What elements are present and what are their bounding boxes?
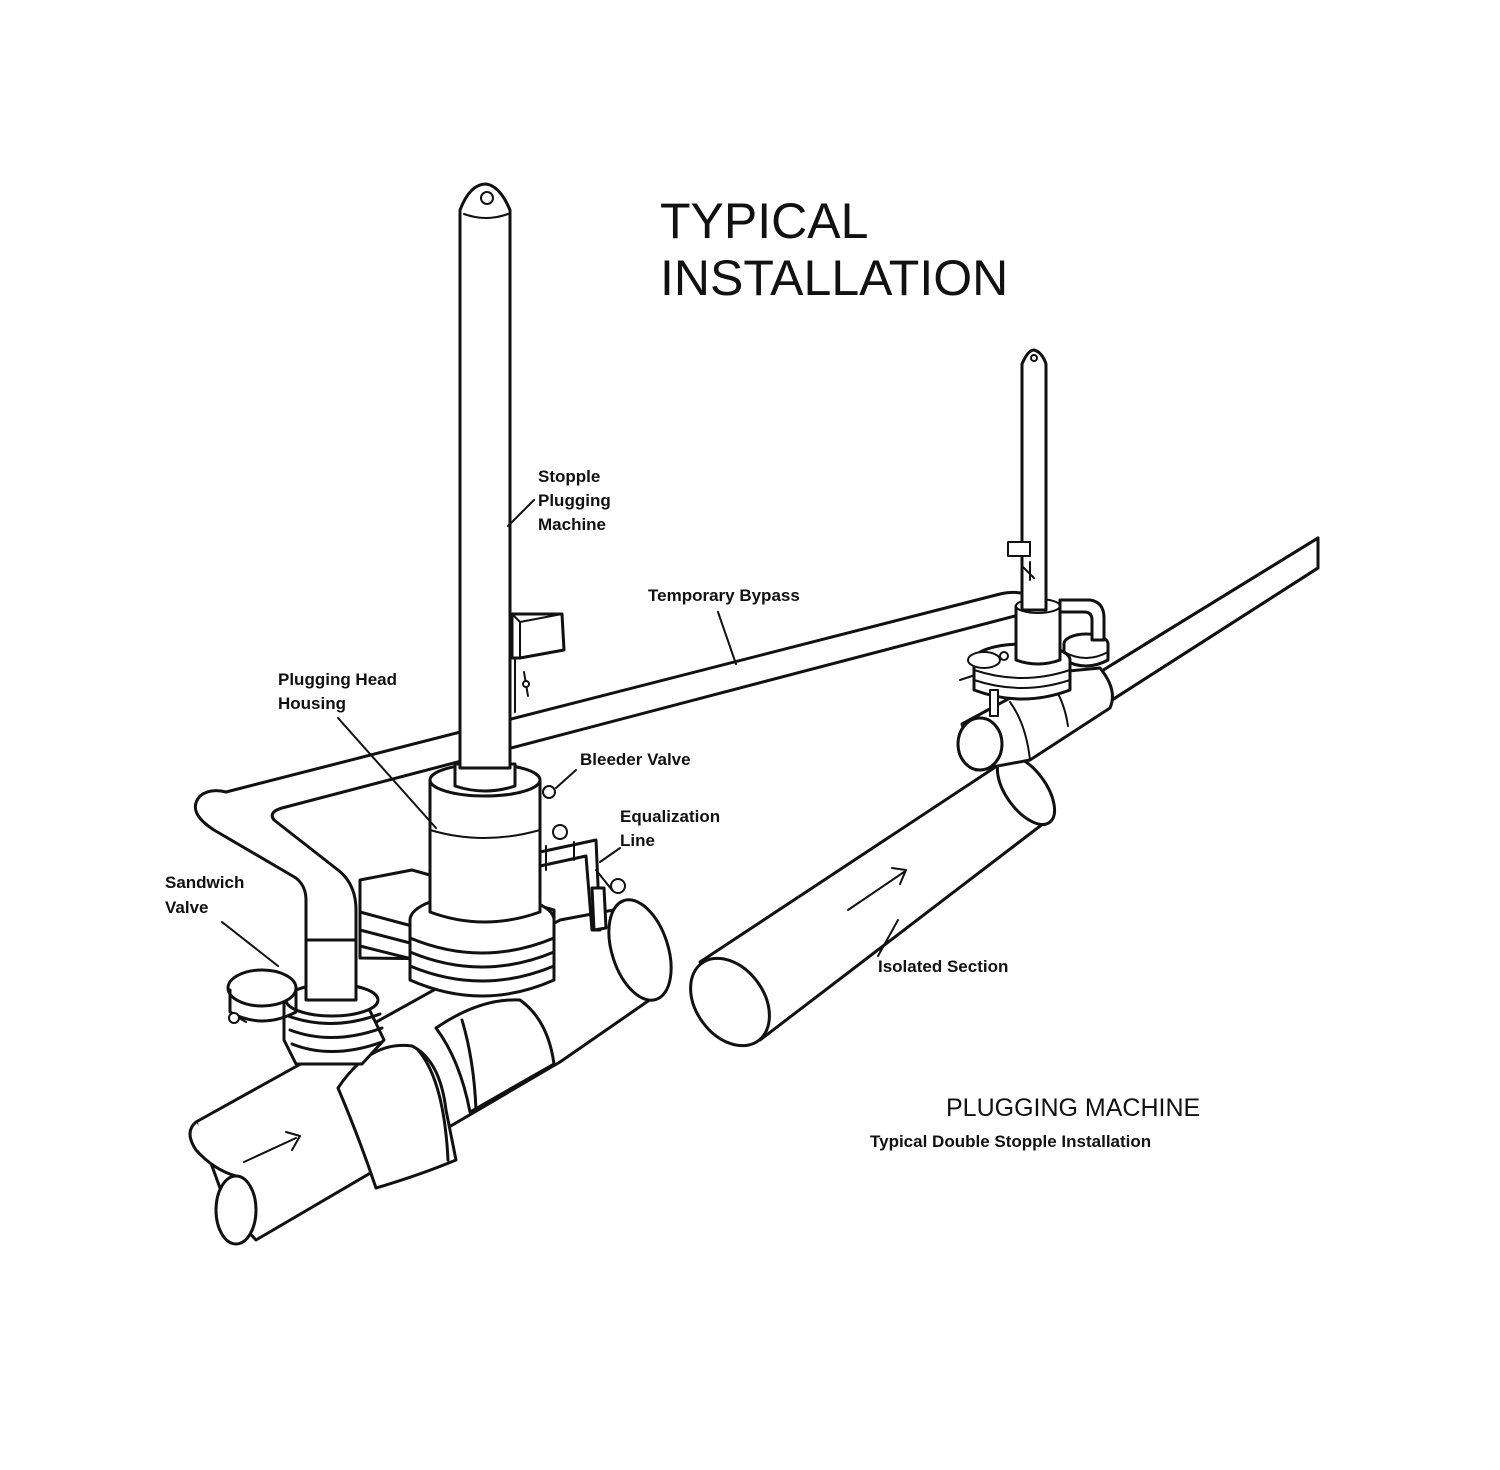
label-stopple-line-2: Plugging (538, 491, 611, 510)
second-plugging-machine (956, 348, 1114, 772)
title-line-2: INSTALLATION (660, 250, 1008, 306)
label-sandwich-line-2: Valve (165, 898, 209, 917)
downstream-pipeline (1098, 536, 1320, 702)
isolated-section-pipe (689, 754, 1057, 1048)
caption-sub: Typical Double Stopple Installation (870, 1132, 1151, 1151)
label-temporary-bypass: Temporary Bypass (648, 586, 800, 605)
label-equalization-line-2: Line (620, 831, 655, 850)
sandwich-valve-assembly (226, 938, 386, 1066)
title-line-1: TYPICAL (660, 193, 868, 249)
diagram-title: TYPICAL INSTALLATION (660, 193, 1008, 306)
figure-caption: PLUGGING MACHINE Typical Double Stopple … (870, 1094, 1200, 1151)
leader-lines (221, 499, 899, 967)
main-plugging-machine (358, 182, 626, 998)
component-labels: Stopple Plugging Machine Temporary Bypas… (165, 467, 1008, 976)
label-equalization-line-1: Equalization (620, 807, 720, 826)
label-isolated-section: Isolated Section (878, 957, 1008, 976)
label-stopple-line-1: Stopple (538, 467, 600, 486)
label-plugging-head-line-2: Housing (278, 694, 346, 713)
label-bleeder-valve: Bleeder Valve (580, 750, 691, 769)
label-sandwich-line-1: Sandwich (165, 873, 244, 892)
label-plugging-head-line-1: Plugging Head (278, 670, 397, 689)
caption-main: PLUGGING MACHINE (946, 1094, 1200, 1122)
upstream-pipeline (188, 898, 673, 1246)
label-stopple-line-3: Machine (538, 515, 606, 534)
